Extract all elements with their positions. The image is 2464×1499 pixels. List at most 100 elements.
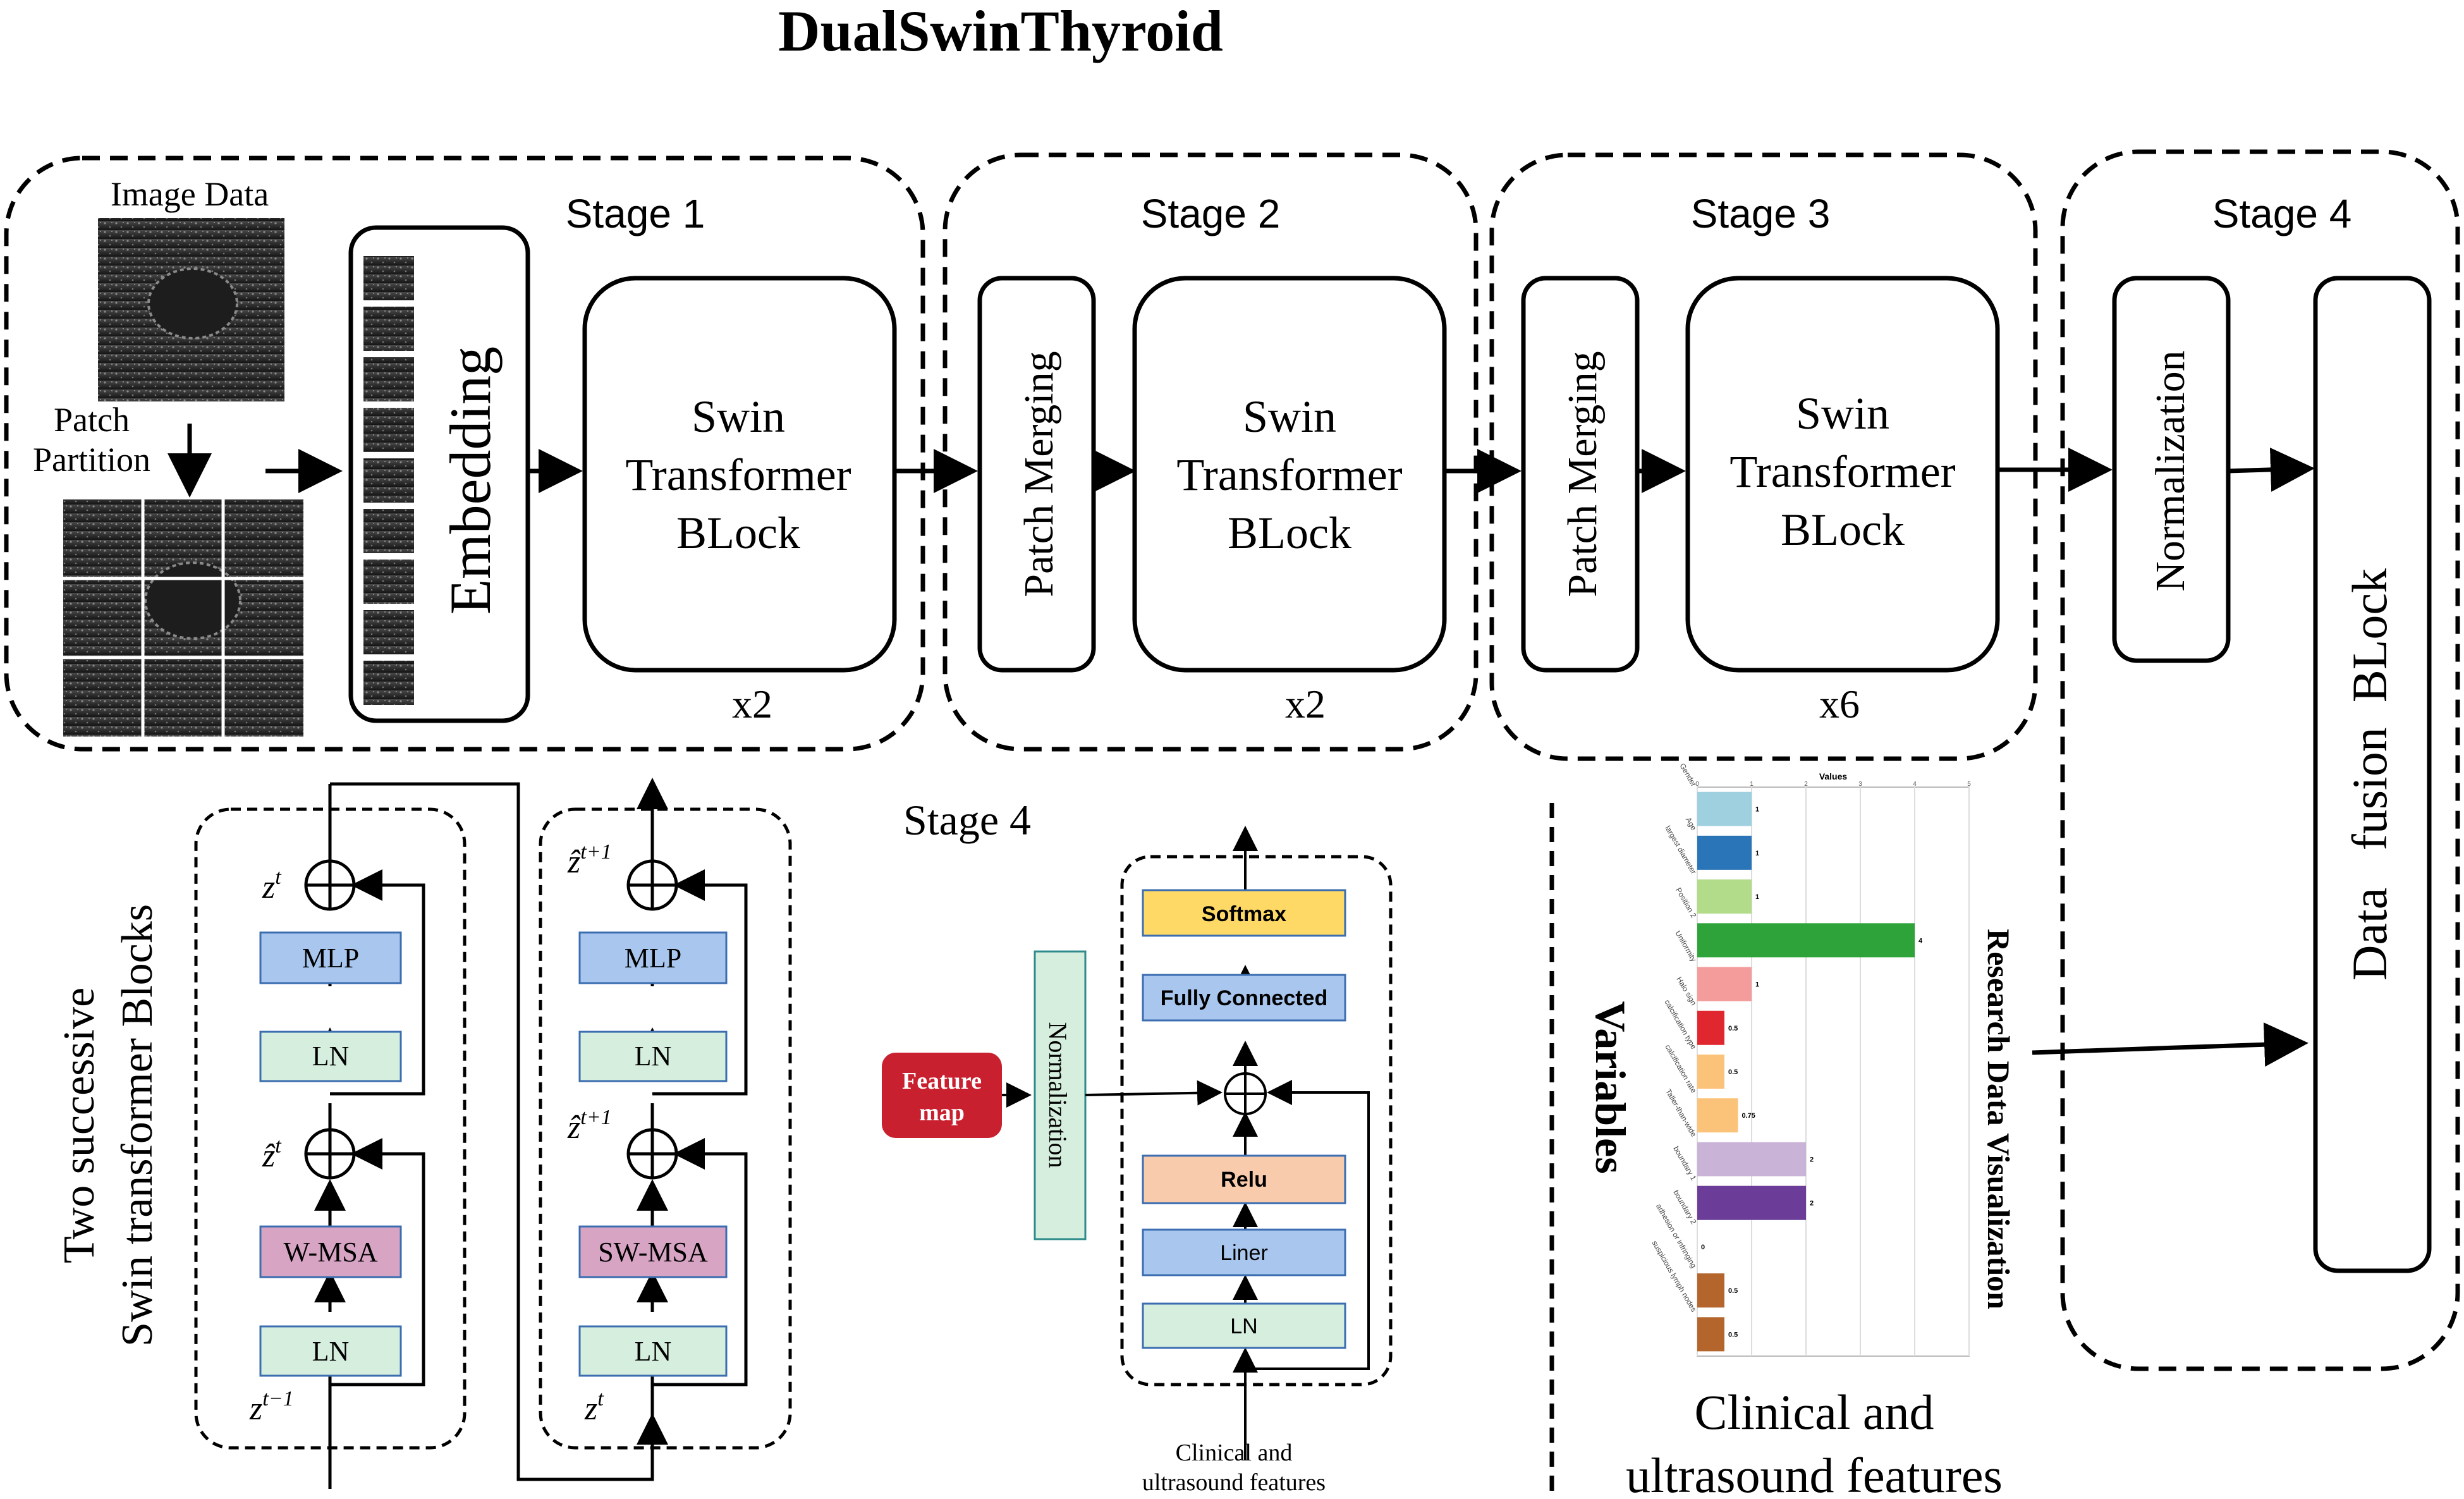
zhat-t-label: ẑt — [262, 1134, 282, 1174]
chart-tick-label: 0 — [1695, 781, 1699, 788]
patch-grid — [63, 499, 303, 737]
relu-box — [1142, 1154, 1346, 1204]
swin3-line2: Transformer — [1729, 446, 1955, 497]
stage4-add-op-cross — [1225, 1074, 1266, 1114]
chart-category-label: largest diameter — [1663, 824, 1698, 876]
data-fusion-label: Data fusion BLock — [2342, 568, 2397, 981]
chart-category-label: Halo sign — [1674, 975, 1698, 1006]
chart-value-label: 0.5 — [1728, 1025, 1738, 1032]
chart-value-label: 0.5 — [1728, 1331, 1738, 1338]
chart-category-label: boundary 1 — [1671, 1145, 1698, 1182]
page-title: DualSwinThyroid — [778, 0, 1223, 63]
patch-partition-label-2: Partition — [33, 441, 150, 479]
add-op-2a-cross — [628, 861, 676, 909]
variables-label: Variables — [1587, 1001, 1635, 1173]
stage-4-frame — [2060, 149, 2460, 1371]
swin2-line2: Transformer — [1176, 450, 1402, 500]
stage1-multiplier: x2 — [732, 682, 772, 726]
chart-category-label: Position 2 — [1674, 886, 1699, 920]
stage-1-frame — [4, 156, 925, 752]
liner-box — [1142, 1228, 1346, 1276]
chart-category-label: calcification type — [1662, 998, 1698, 1051]
swin3-line1: Swin — [1796, 388, 1889, 439]
ln-label-1a: LN — [312, 1041, 350, 1072]
swin-block-stage2 — [1132, 276, 1447, 673]
chart-category-label: Taller-than-wide — [1664, 1087, 1699, 1139]
chart-title: Values — [1819, 771, 1848, 781]
ln-label-1b: LN — [312, 1336, 350, 1367]
chart-value-label: 0.75 — [1742, 1112, 1755, 1120]
stage-1-label: Stage 1 — [566, 191, 705, 236]
stage-2-label: Stage 2 — [1141, 191, 1281, 236]
chart-category-label: Gender — [1678, 762, 1698, 788]
chart-value-label: 1 — [1755, 981, 1759, 989]
patch-partition-label-1: Patch — [54, 401, 130, 439]
chart-bar — [1697, 1273, 1724, 1308]
mlp-label-1: MLP — [302, 943, 359, 974]
normalization-label: Normalization — [2147, 350, 2193, 591]
swin-block-stage1 — [582, 276, 897, 673]
chart-category-label: boundary 2 — [1671, 1189, 1698, 1226]
swin2-line1: Swin — [1243, 391, 1336, 442]
liner-label: Liner — [1220, 1241, 1268, 1265]
swin1-line1: Swin — [692, 391, 785, 442]
wmsa-box — [259, 1225, 402, 1278]
fully-connected-box — [1142, 974, 1346, 1022]
chart-bar — [1697, 967, 1752, 1001]
chart-bar — [1697, 1055, 1724, 1089]
image-data-label: Image Data — [111, 175, 269, 213]
chart-value-label: 0.5 — [1728, 1068, 1738, 1076]
research-label: Research Data Visualization — [1981, 929, 2016, 1309]
swin1-line3: BLock — [676, 508, 800, 558]
variables-clinical-2: ultrasound features — [1626, 1448, 2003, 1499]
z-t-in-label: zt — [584, 1387, 604, 1427]
chart-bar — [1697, 1185, 1806, 1220]
chart-category-label: Uniformity — [1673, 929, 1698, 964]
stage4-clinical-2: ultrasound features — [1142, 1469, 1326, 1496]
stage4-ln-label: LN — [1230, 1314, 1257, 1338]
stage2-multiplier: x2 — [1285, 682, 1326, 726]
embedding-patch-strip — [363, 256, 414, 705]
chart-value-label: 1 — [1755, 893, 1759, 901]
chart-tick-label: 2 — [1804, 781, 1808, 788]
stage4-normalization-box — [1034, 950, 1087, 1240]
arrow-norm-to-fusion — [2228, 447, 2315, 492]
ln-box-2b — [578, 1325, 728, 1377]
arrow-norm-to-add — [1085, 1080, 1223, 1106]
stage4-detail-frame — [1120, 855, 1393, 1386]
patch-merging-stage3 — [1521, 276, 1640, 673]
chart-bar — [1697, 879, 1752, 914]
swin-block-stage3 — [1685, 276, 2000, 673]
chart-bar — [1697, 835, 1752, 870]
z-t-label: zt — [262, 866, 282, 905]
swin-detail-lines-1 — [314, 782, 668, 1489]
embedding-label: Embedding — [438, 346, 503, 615]
nodule-shape-2 — [144, 561, 241, 640]
ln-label-2b: LN — [635, 1336, 672, 1367]
stage-3-label: Stage 3 — [1691, 191, 1831, 236]
chart-tick-label: 1 — [1750, 781, 1753, 788]
chart-bar — [1697, 1010, 1724, 1045]
swmsa-box — [578, 1225, 728, 1278]
chart-tick-label: 4 — [1913, 781, 1917, 788]
stage4-normalization-label: Normalization — [1044, 1022, 1072, 1168]
chart-category-label: calcification rate — [1663, 1043, 1698, 1095]
chart-value-label: 4 — [1918, 937, 1923, 945]
data-fusion-block — [2313, 276, 2432, 1273]
ln-box-2a — [578, 1031, 728, 1082]
ln-box-1b — [259, 1325, 402, 1377]
chart-category-label: suspicious lymph nodes — [1650, 1239, 1699, 1313]
feature-map-label-2: map — [919, 1099, 965, 1126]
stage-4-label: Stage 4 — [2212, 191, 2352, 236]
feature-map-label-1: Feature — [902, 1068, 982, 1094]
swmsa-label: SW-MSA — [598, 1237, 708, 1268]
add-op-2b-cross — [628, 1130, 676, 1178]
fully-connected-label: Fully Connected — [1161, 986, 1327, 1010]
chart-value-label: 1 — [1755, 850, 1759, 857]
chart-category-label: Age — [1684, 816, 1699, 832]
swin2-line3: BLock — [1228, 508, 1351, 558]
stage4-detail-label: Stage 4 — [903, 796, 1031, 844]
softmax-box — [1142, 889, 1346, 937]
